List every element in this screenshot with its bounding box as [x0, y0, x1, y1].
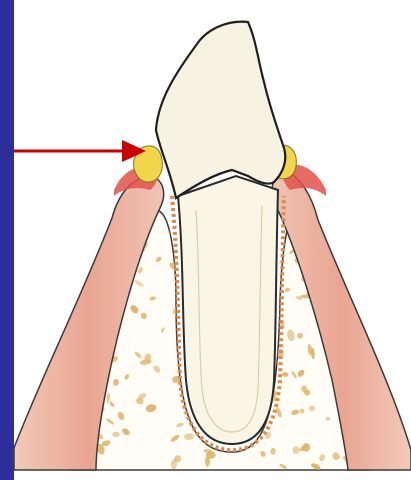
bone-speckle: [73, 292, 79, 298]
bone-speckle: [359, 221, 365, 232]
bone-speckle: [321, 209, 329, 217]
bone-speckle: [359, 297, 368, 308]
bone-speckle: [96, 219, 107, 225]
bone-speckle: [97, 205, 106, 214]
bone-speckle: [362, 208, 374, 218]
bone-speckle: [337, 229, 343, 237]
bone-speckle: [90, 232, 96, 237]
bone-speckle: [356, 244, 365, 249]
bone-speckle: [89, 205, 100, 215]
bone-speckle: [92, 221, 98, 226]
bone-speckle: [72, 249, 79, 257]
bone-speckle: [337, 251, 347, 264]
bone-speckle: [339, 232, 350, 240]
bone-speckle: [67, 297, 77, 304]
bone-speckle: [349, 279, 361, 292]
bone-speckle: [351, 202, 359, 209]
tooth-root: [178, 176, 278, 444]
bone-speckle: [353, 287, 360, 295]
bone-speckle: [74, 258, 83, 265]
bone-speckle: [360, 249, 366, 254]
tooth-crown: [156, 22, 285, 198]
left-frame-border: [0, 0, 14, 480]
bone-speckle: [76, 208, 86, 221]
